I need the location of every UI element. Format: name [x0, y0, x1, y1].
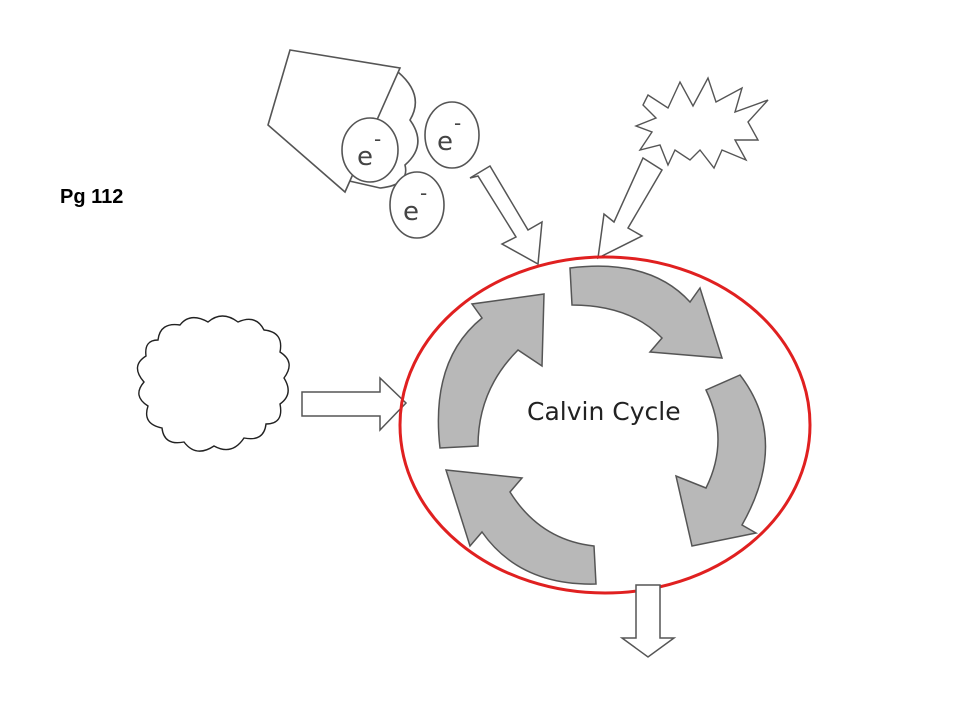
electron-icon: [341, 117, 399, 183]
cycle-arrow-left: [437, 293, 545, 449]
cycle-boundary-ring: [398, 255, 812, 595]
energy-input-arrow: [597, 156, 664, 260]
electron-icon: [389, 171, 445, 239]
electron-charge: -: [454, 111, 461, 135]
electron-icon: [424, 101, 480, 169]
cloud-icon: [136, 315, 290, 452]
electron-symbol: e: [357, 142, 373, 172]
electron-input-arrow: [469, 164, 543, 266]
electron-symbol: e: [403, 197, 419, 227]
sunburst-icon: [634, 76, 769, 170]
cycle-arrow-top-right: [569, 265, 724, 359]
electron-charge: -: [374, 127, 381, 151]
bucket-icon: [267, 49, 419, 194]
carbon-input-arrow: [301, 376, 408, 432]
cycle-arrow-right: [674, 374, 767, 547]
output-arrow: [619, 584, 677, 658]
electron-charge: -: [420, 181, 427, 205]
cycle-arrows: [437, 265, 767, 585]
page-label: Pg 112: [60, 186, 124, 208]
electron-2: e -: [424, 101, 480, 169]
cycle-title: Calvin Cycle: [527, 397, 681, 426]
electron-3: e -: [389, 171, 445, 239]
electron-symbol: e: [437, 127, 453, 157]
electron-1: e -: [341, 117, 399, 183]
cycle-arrow-bottom: [444, 469, 597, 585]
